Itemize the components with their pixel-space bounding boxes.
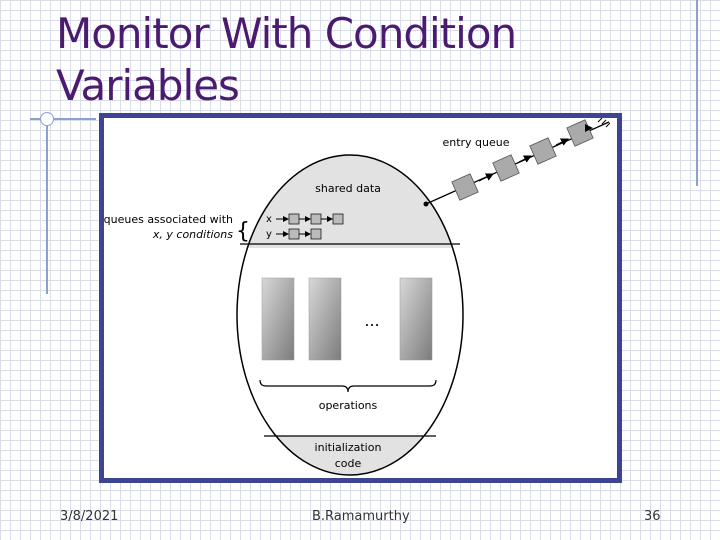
queues-brace: { (236, 219, 250, 244)
operations-brace (259, 379, 437, 393)
entry-queue-arrow (478, 173, 494, 182)
y-queue-node (288, 228, 300, 240)
queues-label-line-2: x, y conditions (152, 228, 233, 241)
entry-queue-node (492, 154, 520, 182)
entry-queue-node (451, 173, 479, 201)
figure-frame: shared data ... operations initializatio… (99, 113, 622, 483)
footer-author: B.Ramamurthy (312, 509, 410, 524)
operation-box (308, 277, 342, 361)
entry-queue-node (529, 137, 557, 165)
monitor-ellipse (236, 154, 464, 476)
shared-data-label: shared data (315, 182, 381, 195)
footer-date: 3/8/2021 (60, 509, 119, 524)
entry-queue-arrow (555, 138, 569, 146)
x-queue-node (288, 213, 300, 225)
operation-box (399, 277, 433, 361)
condition-y-label: y (266, 229, 272, 240)
initialization-label-line-1: initialization (315, 441, 382, 454)
x-queue-node (332, 213, 344, 225)
decor-corner-circle (40, 112, 54, 126)
entry-queue-node (566, 119, 594, 147)
figure-canvas: shared data ... operations initializatio… (104, 117, 617, 478)
operations-ellipsis: ... (364, 311, 379, 330)
entry-queue-arrow (518, 155, 532, 163)
slide-title: Monitor With Condition Variables (56, 8, 517, 112)
monitor-diagram: shared data ... operations initializatio… (104, 117, 611, 476)
operation-box (261, 277, 295, 361)
title-line-2: Variables (56, 61, 240, 110)
decor-horizontal-line (30, 118, 96, 120)
decor-right-vertical-line (696, 0, 698, 186)
footer-page-number: 36 (644, 509, 661, 524)
entry-queue-label: entry queue (442, 136, 509, 149)
title-line-1: Monitor With Condition (56, 9, 517, 58)
entry-queue-tail (597, 117, 611, 128)
queues-label-line-1: queues associated with (104, 213, 233, 226)
initialization-label-line-2: code (335, 457, 362, 470)
x-queue-node (310, 213, 322, 225)
condition-x-label: x (266, 214, 272, 225)
y-queue-node (310, 228, 322, 240)
operations-label: operations (319, 399, 378, 412)
entry-point-dot (423, 201, 429, 207)
decor-left-vertical-line (46, 118, 48, 294)
